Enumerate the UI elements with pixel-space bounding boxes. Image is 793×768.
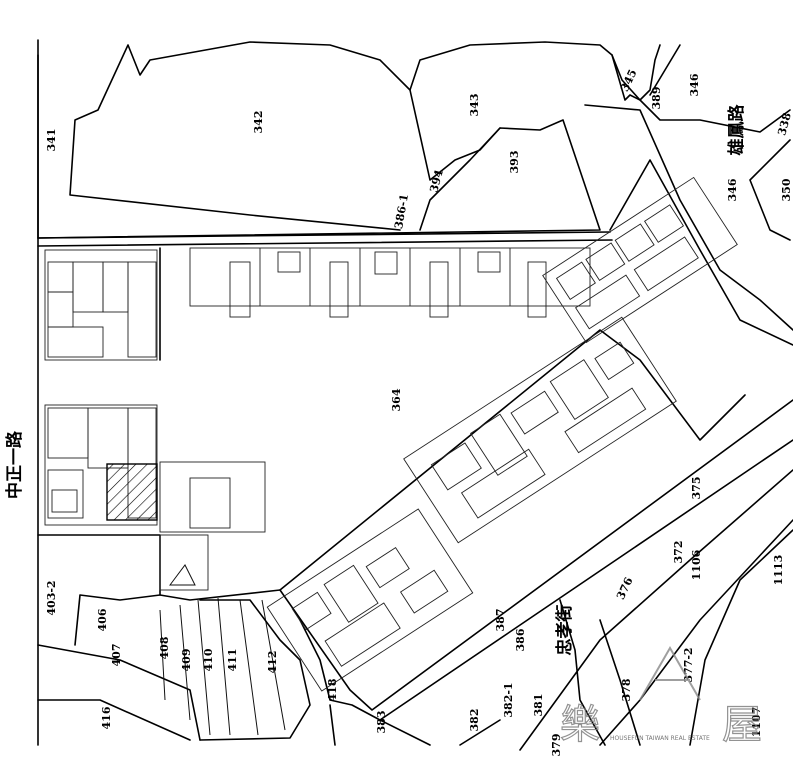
- parcels-408-412-dividers: [159, 597, 286, 736]
- building-small-block: [159, 461, 266, 533]
- plot-387: 387: [494, 609, 507, 632]
- plot-343: 343: [468, 94, 481, 117]
- plot-383: 383: [375, 711, 388, 734]
- watermark-caption: HOUSEFUN TAIWAN REAL ESTATE: [610, 735, 710, 742]
- parcel-418-outline: [299, 619, 381, 721]
- zhongxiao-street-block: [559, 599, 641, 746]
- diagonal-road-edge: [584, 104, 793, 331]
- highlighted-parcel: [106, 463, 158, 521]
- parcel-343-outline: [409, 41, 661, 101]
- plot-382-1: 382-1: [502, 682, 515, 717]
- plot-407: 407: [110, 644, 123, 667]
- diagonal-building-main: [403, 316, 677, 544]
- lower-road-edge-3: [599, 519, 793, 746]
- parcel-412-outline: [199, 599, 311, 741]
- plot-1106: 1106: [690, 549, 703, 580]
- plot-394: 394: [427, 168, 446, 194]
- road-label-xingguo: 雄鳳路: [726, 104, 747, 157]
- parcel-406-outline: [74, 594, 161, 646]
- parcel-416-outline: [37, 699, 191, 741]
- diagonal-building-upper: [542, 176, 738, 344]
- plot-346-mid: 346: [726, 178, 739, 201]
- townhouse-row: [189, 247, 591, 318]
- plot-411: 411: [226, 649, 239, 672]
- plot-406: 406: [96, 608, 109, 631]
- plot-416: 416: [100, 706, 113, 729]
- plot-386: 386: [514, 628, 527, 651]
- plot-389: 389: [650, 87, 663, 110]
- road-label-zhongxiao: 忠孝街: [554, 605, 575, 656]
- plot-412: 412: [266, 651, 279, 674]
- triangle-marker: [169, 564, 196, 586]
- watermark-logo: 樂 屋 HOUSEFUN TAIWAN REAL ESTATE: [559, 645, 763, 749]
- diagonal-road-upper: [609, 159, 793, 346]
- watermark-char-2: 屋: [722, 702, 762, 748]
- plot-378: 378: [620, 678, 633, 701]
- plot-376: 376: [614, 575, 636, 602]
- plot-345: 345: [618, 67, 639, 93]
- plot-1113: 1113: [772, 555, 785, 586]
- plot-393: 393: [508, 151, 521, 174]
- plot-418: 418: [326, 678, 339, 701]
- lower-road-edge-2: [519, 469, 793, 751]
- plot-377-2: 377-2: [682, 647, 695, 682]
- lower-road-edge: [379, 439, 793, 721]
- plot-338: 338: [775, 111, 793, 137]
- plot-350: 350: [780, 178, 793, 201]
- diagonal-building-lower: [266, 508, 474, 692]
- plot-408: 408: [158, 636, 171, 659]
- parcel-350-outline: [749, 139, 791, 241]
- plot-342: 342: [252, 111, 265, 134]
- lower-left-road: [329, 704, 501, 746]
- plot-372: 372: [672, 541, 685, 564]
- parcel-345-346-outline: [611, 54, 791, 133]
- parcel-393-outline: [419, 127, 501, 231]
- left-buildings: [44, 249, 158, 526]
- plot-382: 382: [468, 709, 481, 732]
- building-small-block-2: [189, 477, 231, 529]
- plot-375: 375: [690, 477, 703, 500]
- plot-403-2: 403-2: [45, 580, 58, 615]
- plot-labels: 341 342 343 345 346 346 338 350 389 393 …: [45, 67, 793, 756]
- parcel-407-outline: [37, 644, 201, 741]
- watermark-roof-icon: [639, 645, 701, 701]
- building-small-block-3: [159, 534, 209, 591]
- plot-346-top: 346: [688, 73, 701, 96]
- lower-road-edge-4: [689, 529, 793, 746]
- parcel-342-outline: [37, 41, 601, 239]
- parcel-346-divider: [649, 44, 681, 96]
- road-band-top: [37, 231, 611, 239]
- plot-381: 381: [532, 694, 545, 717]
- parcel-403-2-outline: [37, 534, 281, 601]
- plot-379: 379: [550, 734, 563, 757]
- plot-410: 410: [202, 648, 215, 671]
- plot-386-1: 386-1: [392, 193, 411, 230]
- plot-341: 341: [45, 129, 58, 152]
- plot-1107: 1107: [750, 707, 763, 738]
- watermark-char-1: 樂: [560, 702, 600, 748]
- road-band-bottom: [37, 239, 613, 247]
- road-label-zhongzheng: 中正一路: [4, 430, 25, 499]
- main-block-outline: [159, 247, 793, 711]
- plot-364: 364: [390, 388, 403, 411]
- plot-409: 409: [180, 649, 193, 672]
- main-block-diagonal: [279, 329, 746, 591]
